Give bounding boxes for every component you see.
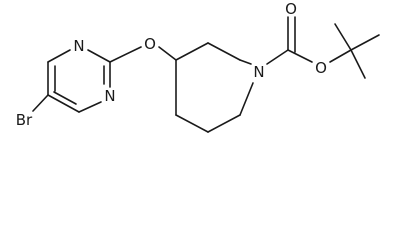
bond — [329, 49, 352, 63]
bond — [47, 49, 71, 63]
bond — [207, 114, 241, 133]
chemical-structure-diagram: Br N N O N O O — [16, 0, 380, 133]
pyrimidine-ring — [47, 49, 111, 113]
pyrimidine-nitrogen-label: N — [73, 37, 84, 55]
piperidine-nitrogen-label: N — [253, 63, 264, 81]
bond — [109, 46, 142, 63]
bond — [239, 59, 252, 65]
bond — [78, 101, 102, 113]
bond — [87, 49, 111, 63]
bond — [47, 94, 80, 113]
bond — [287, 49, 313, 63]
bond — [53, 91, 77, 105]
bond — [158, 46, 177, 61]
ether-oxygen-label: O — [144, 35, 156, 53]
carbonyl-oxygen-label: O — [285, 0, 297, 18]
ester-oxygen-label: O — [315, 59, 327, 77]
bond — [334, 23, 352, 51]
bond — [32, 94, 49, 112]
pyrimidine-nitrogen-label: N — [104, 87, 115, 105]
piperidine-ring — [175, 42, 254, 133]
bromine-label: Br — [16, 111, 33, 129]
bond — [175, 42, 209, 61]
bond — [350, 34, 380, 51]
bond — [266, 49, 289, 65]
bond — [350, 49, 366, 79]
bond — [239, 82, 254, 116]
bond — [207, 42, 241, 61]
bond — [175, 114, 209, 133]
